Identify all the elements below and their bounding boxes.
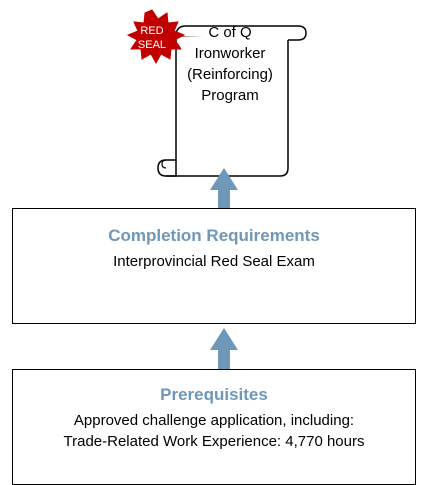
red-seal-label: RED SEAL xyxy=(130,24,174,52)
prerequisites-title: Prerequisites xyxy=(160,385,268,404)
arrow-completion-to-certificate xyxy=(210,168,238,210)
completion-requirement-item: Interprovincial Red Seal Exam xyxy=(113,253,315,270)
certificate-line-1: C of Q xyxy=(208,24,252,41)
prerequisite-line-1: Approved challenge application, includin… xyxy=(73,412,355,429)
certificate-text: C of Q Ironworker (Reinforcing) Program xyxy=(172,22,288,106)
prerequisite-line-2: Trade-Related Work Experience: 4,770 hou… xyxy=(63,433,365,450)
scroll-bottom-curl xyxy=(161,159,167,169)
seal-line-2: SEAL xyxy=(137,39,167,51)
red-seal-badge xyxy=(126,9,186,65)
scroll-bottom-fold xyxy=(166,160,177,177)
certificate-scroll-shape xyxy=(157,35,289,177)
seal-line-1: RED xyxy=(140,25,164,37)
completion-requirements-title: Completion Requirements xyxy=(108,226,320,245)
completion-requirements-box: Completion Requirements Interprovincial … xyxy=(12,208,416,324)
scroll-top-curl xyxy=(175,25,307,41)
certificate-line-3: (Reinforcing) xyxy=(187,66,273,83)
certificate-line-2: Ironworker xyxy=(194,45,266,62)
certificate-line-4: Program xyxy=(201,87,259,104)
prerequisites-box: Prerequisites Approved challenge applica… xyxy=(12,369,416,485)
arrow-prerequisites-to-completion xyxy=(210,328,238,370)
